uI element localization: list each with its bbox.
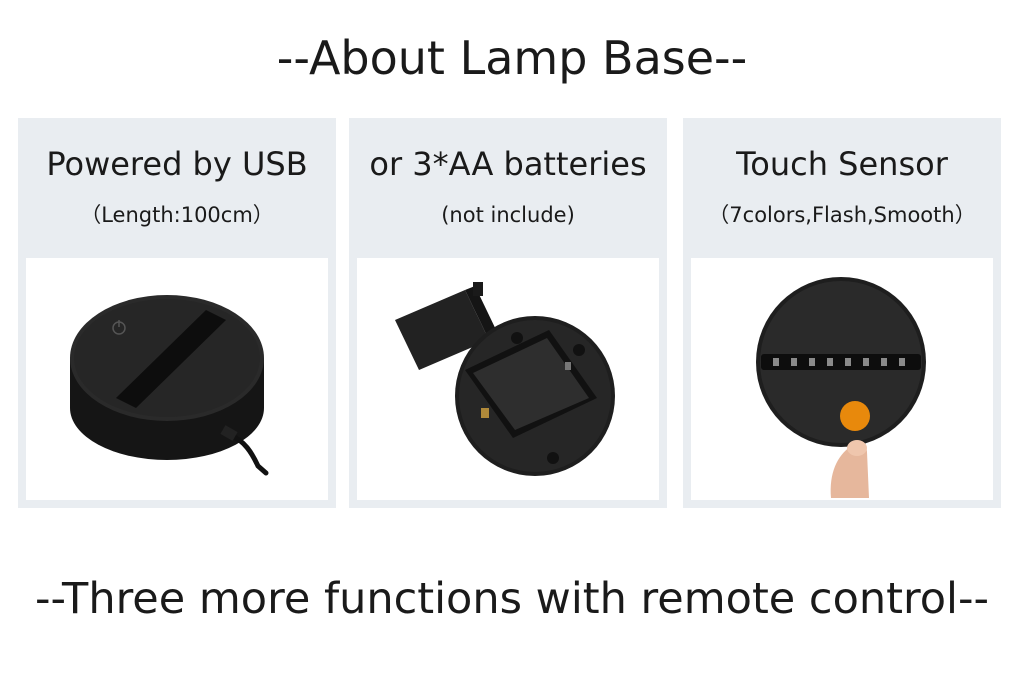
page-title: --About Lamp Base--	[276, 31, 748, 85]
touch-sensor-photo	[691, 258, 993, 500]
panel-heading: Touch Sensor	[736, 145, 948, 183]
panel-subheading: （Length:100cm）	[80, 203, 274, 227]
panel-subheading: （7colors,Flash,Smooth）	[708, 203, 976, 227]
panel-usb: Powered by USB （Length:100cm）	[18, 118, 336, 508]
usb-lamp-base-photo	[26, 258, 328, 500]
battery-compartment-photo	[357, 258, 659, 500]
panel-heading: or 3*AA batteries	[369, 145, 647, 183]
panel-heading: Powered by USB	[46, 145, 308, 183]
footer-caption: --Three more functions with remote contr…	[34, 574, 990, 624]
panel-subheading: (not include)	[441, 203, 575, 227]
touch-dot	[840, 401, 870, 431]
panel-batteries: or 3*AA batteries (not include)	[349, 118, 667, 508]
panel-touch-sensor: Touch Sensor （7colors,Flash,Smooth）	[683, 118, 1001, 508]
